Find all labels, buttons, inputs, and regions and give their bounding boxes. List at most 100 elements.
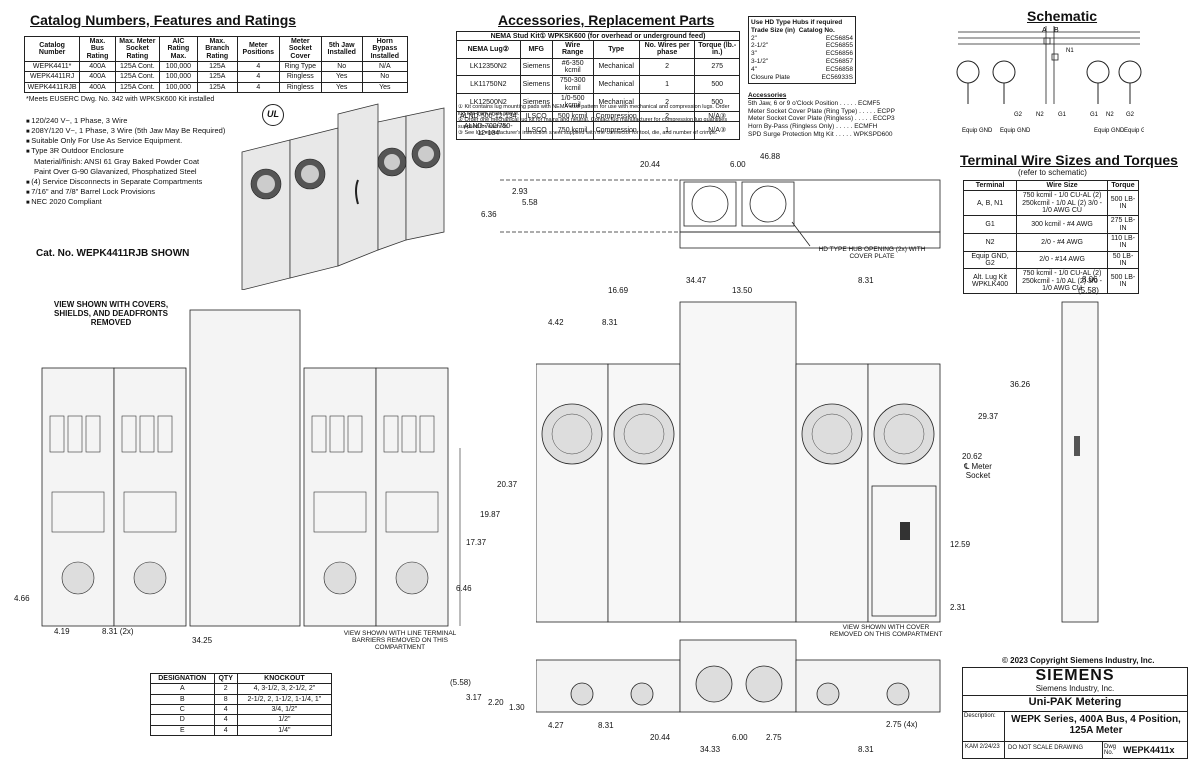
dim-b-9: 2.75 <box>766 733 782 742</box>
catalog-cell: 125A Cont. <box>114 81 161 94</box>
dim-b-1: (5.58) <box>450 678 471 687</box>
knockout-cell: 8 <box>213 693 238 706</box>
lug-cell: Mechanical <box>592 75 640 95</box>
lug-cell: #6-350 kcmil <box>551 57 594 77</box>
dim-b-3: 2.20 <box>488 698 504 707</box>
terminal-cell: 2/0 - #4 AWG <box>1016 233 1108 252</box>
catalog-cell: No <box>361 71 409 83</box>
catalog-cell: Yes <box>320 71 363 83</box>
copyright: © 2023 Copyright Siemens Industry, Inc. <box>1002 656 1155 665</box>
accessory-row: 5th Jaw, 6 or 9 o'Clock Position . . . .… <box>748 99 881 107</box>
lug-note: ② Order one mechanical lug kit for mains… <box>458 117 728 130</box>
catalog-header: Catalog Number <box>23 35 81 63</box>
ul-logo: UL <box>262 104 284 126</box>
dim-top-1: 46.88 <box>760 152 781 161</box>
feature-item: (4) Service Disconnects in Separate Comp… <box>26 177 241 187</box>
catalog-cell: 400A <box>79 61 116 73</box>
lug-cell: LK12350N2 <box>456 57 521 77</box>
sch-label-n1: N1 <box>1066 48 1074 54</box>
sch-terminal-label: N2 <box>1036 112 1044 118</box>
knockout-cell: E <box>150 724 215 737</box>
dwg-number: WEPK4411x <box>1123 745 1175 755</box>
lug-header: MFG <box>519 40 553 59</box>
dim-int-5: 4.66 <box>14 594 30 603</box>
hub-size: 4" <box>751 65 757 73</box>
terminal-cell: 300 kcmil - #4 AWG <box>1016 215 1108 235</box>
knockout-cell: 1/2" <box>236 714 333 726</box>
lug-cell: Siemens <box>519 75 553 95</box>
catalog-cell: 125A <box>196 71 238 83</box>
dim-f-5: 4.42 <box>548 318 564 327</box>
dim-int-7: 8.31 (2x) <box>102 627 134 636</box>
terminal-cell: 500 LB-IN <box>1107 268 1139 295</box>
lug-cell: N/A③ <box>694 110 740 123</box>
catalog-cell: No <box>320 61 363 73</box>
hub-size: 3" <box>751 50 757 58</box>
dim-f-10: 12.59 <box>950 540 971 549</box>
dim-top-4: 2.93 <box>512 187 528 196</box>
dim-b-4: 1.30 <box>509 703 525 712</box>
lug-cell: Mechanical <box>592 57 640 77</box>
feature-item: 208Y/120 V~, 1 Phase, 3 Wire (5th Jaw Ma… <box>26 126 241 136</box>
lug-cell: 750-300 kcmil <box>551 75 594 95</box>
catalog-cell: 4 <box>236 71 280 83</box>
terminal-cell: 50 LB-IN <box>1107 250 1139 270</box>
lug-cell: ILSCO <box>519 121 553 140</box>
catalog-note: *Meets EUSERC Dwg. No. 342 with WPKSK600… <box>26 96 215 103</box>
dim-b-6: 8.31 <box>598 721 614 730</box>
schematic-meter <box>992 60 1016 104</box>
sch-label-b: B <box>1054 27 1059 34</box>
lug-header: NEMA Lug② <box>456 40 521 59</box>
sch-terminal-label: G2 <box>1126 112 1135 118</box>
lug-cell: 1 <box>638 75 696 95</box>
lug-notes: ① Kit contains lug mounting pads with NE… <box>458 104 738 137</box>
catalog-cell: WEPK4411RJB <box>23 81 81 94</box>
lug-cell: N/A③ <box>694 121 740 140</box>
dim-int-1: 20.37 <box>497 480 518 489</box>
catalog-header: Meter Socket Cover <box>278 35 322 63</box>
knockout-cell: 4 <box>213 704 238 716</box>
dim-f-4: 8.31 <box>858 276 874 285</box>
dim-int-2: 19.87 <box>480 510 501 519</box>
cover-note: VIEW SHOWN WITH COVER REMOVED ON THIS CO… <box>829 624 943 638</box>
brand-logo: SIEMENS <box>1035 667 1115 684</box>
catalog-cell: 125A <box>196 81 238 94</box>
sch-terminal-label: G1 <box>1058 112 1067 118</box>
socket-note: ℄ Meter Socket <box>964 462 992 480</box>
catalog-cell: 400A <box>79 71 116 83</box>
hub-list: Use HD Type Hubs if required Trade Size … <box>748 16 856 85</box>
dim-top-5: 5.58 <box>522 198 538 207</box>
terminal-header: Terminal <box>962 179 1018 192</box>
feature-item: NEC 2020 Compliant <box>26 197 241 207</box>
hub-row: 2-1/2"EC56855 <box>751 42 853 50</box>
catalog-cell: Yes <box>361 81 409 94</box>
no-scale: DO NOT SCALE DRAWING <box>1005 742 1103 758</box>
lug-header: Type <box>592 40 640 59</box>
catalog-cell: 125A <box>196 61 238 73</box>
lug-note: ③ See lug manufacturer's instruction she… <box>458 130 718 137</box>
stud-kit: NEMA Stud Kit① WPKSK600 (for overhead or… <box>456 31 740 40</box>
interior-view <box>41 309 461 627</box>
knockout-cell: B <box>150 693 215 706</box>
top-view <box>500 179 941 249</box>
dim-top-2: 20.44 <box>640 160 661 169</box>
catalog-cell: 100,000 <box>159 71 198 83</box>
lug-cell: ILSCO <box>519 110 553 123</box>
lug-cell: Compression <box>592 110 640 123</box>
view-note: VIEW SHOWN WITH COVERS, SHIELDS, AND DEA… <box>53 300 169 327</box>
hub-row: 2"EC56854 <box>751 35 853 43</box>
knockout-header: DESIGNATION <box>150 672 215 685</box>
dim-int-4: 6.46 <box>456 584 472 593</box>
hub-size: 3-1/2" <box>751 57 769 65</box>
revision: KAM 2/24/23 <box>963 742 1005 758</box>
sch-terminal-label: G1 <box>1090 112 1099 118</box>
lug-cell: LK11750N2 <box>456 75 521 95</box>
